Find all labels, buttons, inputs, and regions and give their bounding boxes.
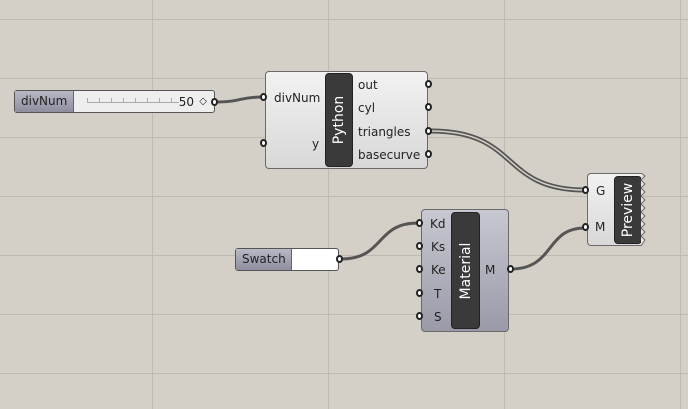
input-m: M xyxy=(595,220,606,234)
material-input-port[interactable] xyxy=(416,242,423,250)
divnum-slider[interactable]: divNum 50 ◇ xyxy=(14,90,215,113)
slider-diamond-icon: ◇ xyxy=(199,96,207,107)
output-cyl: cyl xyxy=(358,101,376,115)
preview-input-port[interactable] xyxy=(582,186,589,194)
output-m: M xyxy=(485,263,496,277)
material-input-port[interactable] xyxy=(416,312,423,320)
material-input-port[interactable] xyxy=(416,289,423,297)
grid-line xyxy=(0,373,688,374)
input-s: S xyxy=(434,310,442,324)
zigzag-edge xyxy=(641,173,646,246)
grid-line xyxy=(504,0,505,409)
grid-line xyxy=(0,19,688,20)
input-y: y xyxy=(312,137,320,151)
input-divnum: divNum xyxy=(274,91,321,105)
input-t: T xyxy=(434,287,442,301)
grid-line xyxy=(0,196,688,197)
python-output-port[interactable] xyxy=(425,103,432,111)
grid-line xyxy=(0,255,688,256)
slider-track[interactable] xyxy=(87,98,179,103)
input-ks: Ks xyxy=(431,240,446,254)
python-input-port[interactable] xyxy=(260,139,267,147)
slider-value: 50 xyxy=(178,95,194,109)
preview-title: Preview xyxy=(614,176,642,244)
grid-line xyxy=(680,0,681,409)
slider-output-port[interactable] xyxy=(211,98,218,106)
python-output-port[interactable] xyxy=(425,80,432,88)
material-output-port[interactable] xyxy=(507,265,514,273)
swatch-component[interactable]: Swatch xyxy=(235,248,339,271)
input-ke: Ke xyxy=(431,263,446,277)
swatch-label: Swatch xyxy=(236,249,292,270)
python-output-port[interactable] xyxy=(425,127,432,135)
grid-line xyxy=(152,0,153,409)
input-kd: Kd xyxy=(430,217,446,231)
grid-line xyxy=(328,0,329,409)
python-output-port[interactable] xyxy=(425,150,432,158)
output-triangles: triangles xyxy=(358,125,411,139)
material-title: Material xyxy=(451,212,480,329)
python-component[interactable]: Python divNum y out cyl triangles basecu… xyxy=(265,71,428,169)
output-out: out xyxy=(358,78,378,92)
slider-label: divNum xyxy=(15,91,74,112)
wire-divnum xyxy=(215,95,263,104)
swatch-output-port[interactable] xyxy=(336,255,343,263)
material-component[interactable]: Material Kd Ks Ke T S M xyxy=(421,209,509,332)
swatch-color[interactable] xyxy=(292,249,338,270)
preview-component[interactable]: Preview G M xyxy=(587,173,646,246)
preview-input-port[interactable] xyxy=(582,223,589,231)
wire-material xyxy=(510,226,586,271)
wire-triangles xyxy=(430,128,586,193)
wire-triangles-inner xyxy=(430,130,586,191)
python-input-port[interactable] xyxy=(260,93,267,101)
output-basecurve: basecurve xyxy=(358,148,421,162)
material-input-port[interactable] xyxy=(416,265,423,273)
material-input-port[interactable] xyxy=(416,219,423,227)
input-g: G xyxy=(596,184,606,198)
wire-swatch xyxy=(340,221,419,261)
grid-line xyxy=(0,314,688,315)
python-title: Python xyxy=(325,73,353,167)
